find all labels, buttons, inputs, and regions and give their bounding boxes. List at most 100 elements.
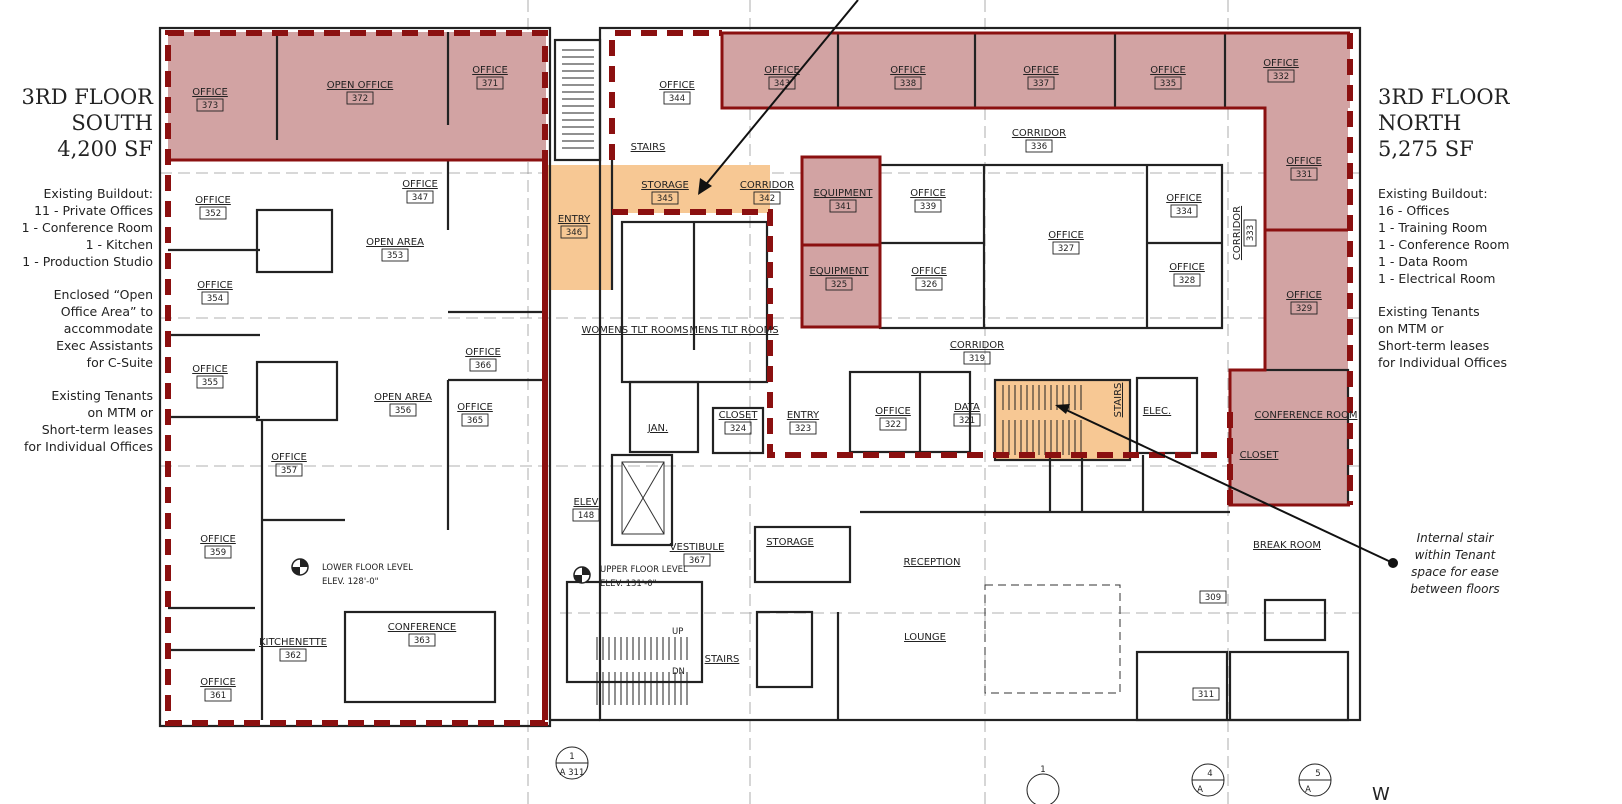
- room-number: 332: [1273, 72, 1289, 82]
- section-sheet: A: [1305, 785, 1311, 795]
- room-number-box: [963, 351, 991, 365]
- room-number-box: [1243, 219, 1257, 247]
- room-label: OFFICE: [195, 195, 231, 206]
- room-number-box: [201, 291, 229, 305]
- note-line: 1 - Conference Room: [1378, 237, 1510, 252]
- south-area: 4,200 SF: [57, 137, 153, 161]
- room-number-box: [1173, 273, 1201, 287]
- level-name: LOWER FLOOR LEVEL: [322, 563, 413, 573]
- south-notes: Existing Buildout: 11 - Private Offices …: [0, 185, 153, 471]
- north-title-line: 3RD FLOOR: [1378, 85, 1510, 109]
- note-line: 1 - Kitchen: [85, 237, 153, 252]
- note-line: Enclosed “Open: [53, 287, 153, 302]
- room-label: VESTIBULE: [670, 542, 725, 553]
- room-number: 362: [285, 651, 301, 661]
- room-label: OFFICE: [192, 364, 228, 375]
- north-notes: Existing Buildout: 16 - Offices 1 - Trai…: [1378, 185, 1538, 387]
- section-tag: 5 A: [1298, 763, 1332, 797]
- room-reception: RECEPTION: [903, 557, 960, 568]
- room-number-box: [1290, 301, 1318, 315]
- room-label: OFFICE: [911, 266, 947, 277]
- room-label: WOMENS TLT ROOMS: [582, 325, 689, 336]
- room-number: 335: [1160, 79, 1176, 89]
- room-stairs: STAIRS: [631, 142, 666, 153]
- room-number-box: [1025, 139, 1053, 153]
- room-label: OFFICE: [890, 65, 926, 76]
- room-label: CLOSET: [719, 410, 759, 421]
- room-number-box: [724, 421, 752, 435]
- room-number-box: [1154, 76, 1182, 90]
- leased-area-conference: [1230, 370, 1348, 505]
- room-number: 322: [885, 420, 901, 430]
- note-line: 16 - Offices: [1378, 203, 1450, 218]
- note-line: for C-Suite: [86, 355, 153, 370]
- room-number: 371: [482, 79, 498, 89]
- note-line: 1 - Data Room: [1378, 254, 1468, 269]
- room-number-box: [651, 191, 679, 205]
- leased-area-north-offices: [722, 33, 1350, 108]
- section-number: 1: [1040, 765, 1045, 775]
- room-number: 321: [959, 416, 975, 426]
- note-line: 1 - Training Room: [1378, 220, 1488, 235]
- room-label: MENS TLT ROOMS: [689, 325, 778, 336]
- room-label: CLOSET: [1240, 450, 1280, 461]
- room-label: CORRIDOR: [740, 180, 794, 191]
- room-label: OFFICE: [271, 452, 307, 463]
- room-number: 339: [920, 202, 936, 212]
- note-line: Existing Tenants: [1378, 304, 1480, 319]
- note-line: for Individual Offices: [23, 439, 153, 454]
- room-number-box: [469, 358, 497, 372]
- highlight-storage: [612, 165, 770, 213]
- room-number: 333: [1246, 225, 1256, 241]
- room-number-box: [1170, 204, 1198, 218]
- room-number-box: [915, 277, 943, 291]
- room-label: OFFICE: [1048, 230, 1084, 241]
- room-number: 329: [1296, 304, 1312, 314]
- room-number-box: [953, 413, 981, 427]
- room-label: OFFICE: [200, 677, 236, 688]
- room-lounge: LOUNGE: [904, 632, 946, 643]
- room-number-box: [279, 648, 307, 662]
- room-number: 336: [1031, 142, 1047, 152]
- room-number-box: [683, 553, 711, 567]
- level-name: UPPER FLOOR LEVEL: [600, 565, 688, 575]
- arrowhead-icon: [1055, 404, 1070, 414]
- room-number: 148: [578, 511, 594, 521]
- stair-down-mark: DN: [672, 667, 685, 677]
- room-number-box: [894, 76, 922, 90]
- section-sheet: A: [1197, 785, 1203, 795]
- compass-mark: W: [1372, 784, 1390, 804]
- section-tag: 1 A 311: [555, 746, 589, 780]
- room-number: 373: [202, 101, 218, 111]
- room-label: KITCHENETTE: [259, 637, 327, 648]
- room-number-box: [768, 76, 796, 90]
- north-buildout-note: Existing Buildout: 16 - Offices 1 - Trai…: [1378, 185, 1538, 287]
- room-label: OFFICE: [1286, 156, 1322, 167]
- room-number: 309: [1205, 593, 1221, 603]
- room-label: OFFICE: [197, 280, 233, 291]
- north-tenants-note: Existing Tenants on MTM or Short-term le…: [1378, 303, 1538, 371]
- note-line: 11 - Private Offices: [34, 203, 153, 218]
- note-line: Existing Buildout:: [1378, 186, 1488, 201]
- room-label: ENTRY: [558, 214, 591, 225]
- room-number: 337: [1033, 79, 1049, 89]
- room-number-box: [572, 508, 600, 522]
- note-line: Short-term leases: [1378, 338, 1490, 353]
